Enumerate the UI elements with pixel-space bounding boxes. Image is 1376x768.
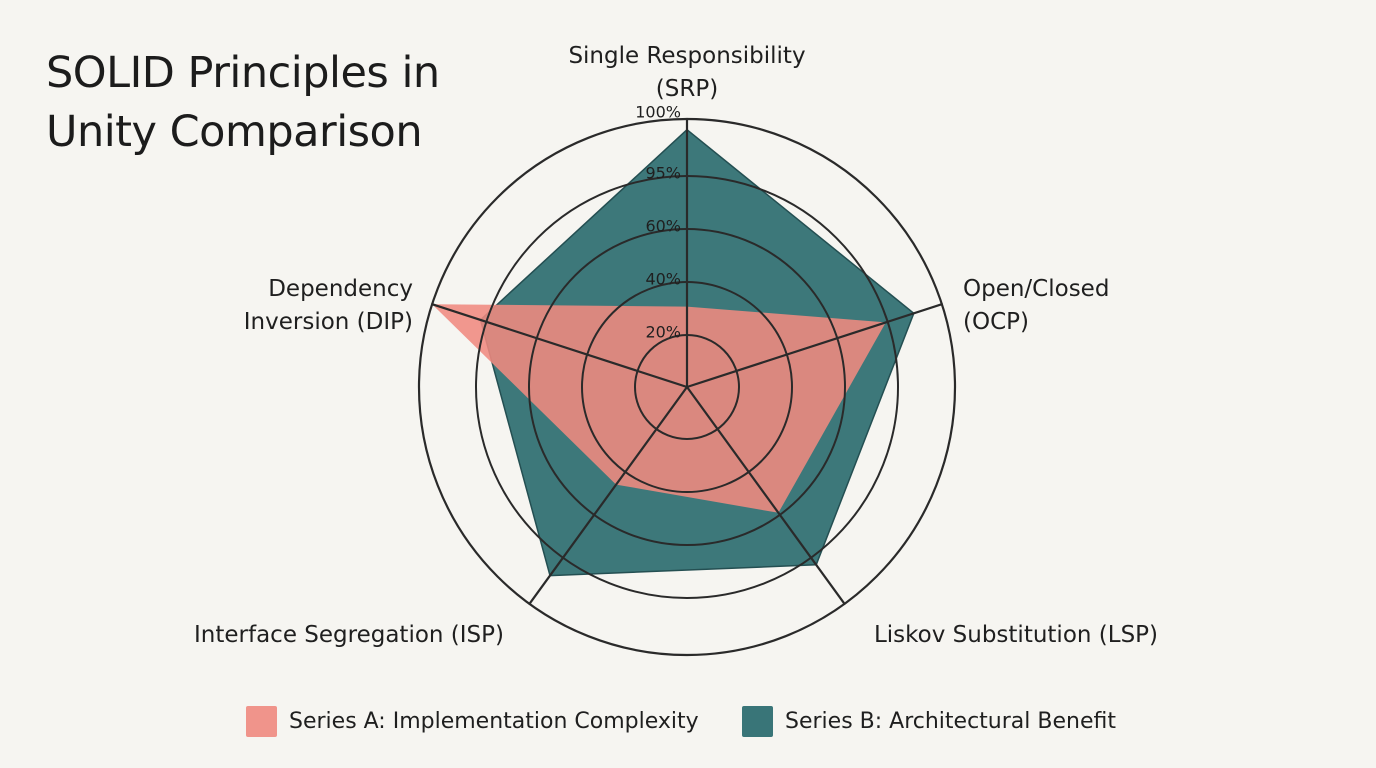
axis-spoke-3 bbox=[685, 385, 846, 605]
legend-swatch-b bbox=[742, 706, 773, 737]
legend-swatch-a bbox=[246, 706, 277, 737]
axes-layer bbox=[431, 117, 944, 605]
axis-label-3: Liskov Substitution (LSP) bbox=[874, 622, 1158, 648]
tick-labels-layer: 20% 40% 60% 95% 100% bbox=[635, 103, 681, 342]
tick-label: 95% bbox=[645, 164, 681, 183]
axis-label-1: Single Responsibility(SRP) bbox=[568, 43, 805, 102]
series-area-a bbox=[432, 304, 886, 513]
axis-spoke-4 bbox=[528, 385, 689, 605]
axis-spoke-2 bbox=[685, 303, 944, 389]
axis-label-2: Open/Closed(OCP) bbox=[963, 276, 1109, 335]
axis-spoke-5 bbox=[431, 303, 689, 389]
tick-label: 20% bbox=[645, 323, 681, 342]
axis-label-4: Interface Segregation (ISP) bbox=[194, 622, 504, 648]
legend-label-b: Series B: Architectural Benefit bbox=[785, 709, 1116, 734]
axis-labels-layer: Single Responsibility(SRP) Open/Closed(OC… bbox=[194, 43, 1158, 648]
series-layer bbox=[432, 128, 915, 577]
chart-title: SOLID Principles in Unity Comparison bbox=[46, 48, 440, 157]
tick-label: 40% bbox=[645, 270, 681, 289]
legend-label-a: Series A: Implementation Complexity bbox=[289, 709, 699, 734]
tick-label: 100% bbox=[635, 103, 681, 122]
tick-label: 60% bbox=[645, 217, 681, 236]
legend: Series A: Implementation Complexity Serie… bbox=[246, 706, 1116, 737]
